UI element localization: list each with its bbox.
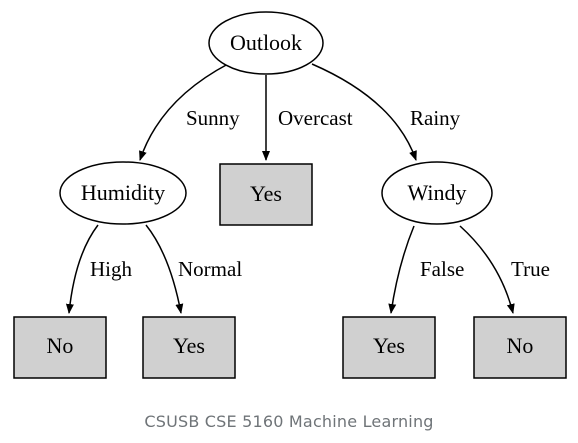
leaf-high-no: [13, 316, 107, 379]
edge-humidity-high: [65, 224, 99, 314]
leaf-true-no-label: No: [507, 333, 534, 358]
edge-humidity-normal: [145, 224, 184, 314]
node-humidity: [59, 161, 187, 225]
leaf-overcast-yes-label: Yes: [250, 181, 282, 206]
branch-label-false: False: [420, 257, 464, 281]
branch-label-true: True: [511, 257, 550, 281]
leaf-normal-yes-label: Yes: [173, 333, 205, 358]
branch-label-high: High: [90, 257, 133, 281]
decision-tree-diagram: Sunny Overcast Rainy High Normal False T…: [13, 11, 567, 379]
leaf-high-no-label: No: [47, 333, 74, 358]
leaf-false-yes-label: Yes: [373, 333, 405, 358]
footer-caption: CSUSB CSE 5160 Machine Learning: [144, 412, 434, 431]
branch-label-normal: Normal: [178, 257, 242, 281]
branch-label-overcast: Overcast: [278, 106, 353, 130]
edge-windy-false: [388, 225, 415, 314]
node-humidity-label: Humidity: [81, 180, 165, 205]
node-outlook-label: Outlook: [230, 30, 302, 55]
leaf-overcast-yes: [219, 163, 313, 226]
node-windy: [381, 161, 493, 225]
node-outlook: [208, 11, 324, 75]
leaf-false-yes: [342, 316, 436, 379]
edge-outlook-sunny: [139, 63, 229, 161]
leaf-normal-yes: [142, 316, 236, 379]
edge-windy-true: [459, 225, 515, 314]
node-windy-label: Windy: [408, 180, 467, 205]
branch-label-rainy: Rainy: [410, 106, 461, 130]
leaf-true-no: [473, 316, 567, 379]
edge-outlook-rainy: [311, 63, 417, 161]
branch-label-sunny: Sunny: [186, 106, 240, 130]
